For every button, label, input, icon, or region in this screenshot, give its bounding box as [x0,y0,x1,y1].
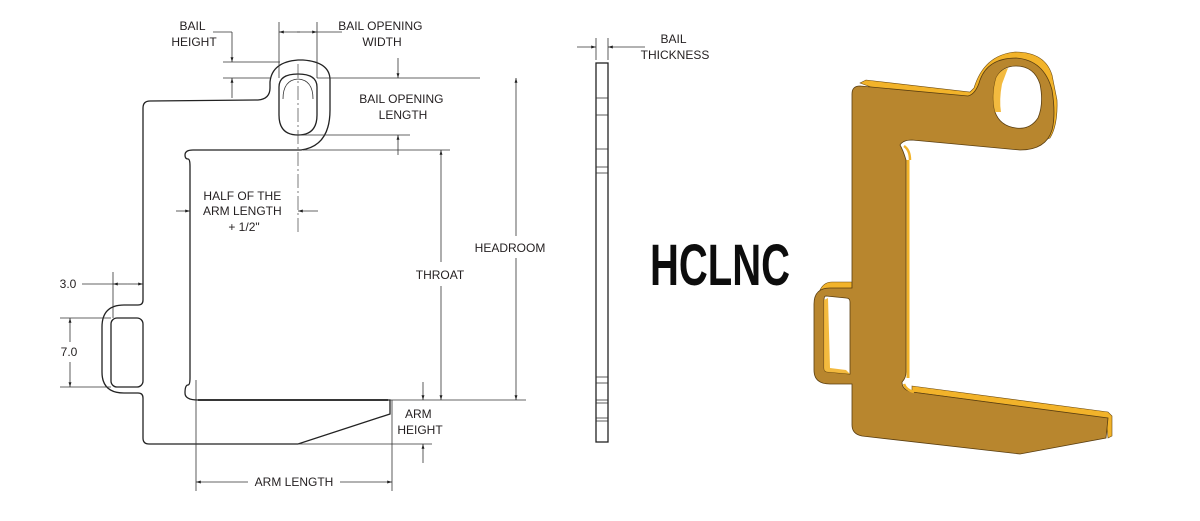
label-bail-height: BAIL HEIGHT [171,19,217,49]
side-view-drawing [577,38,645,443]
label-bail-opening-width: BAIL OPENING WIDTH [338,19,426,49]
product-render [813,51,1113,455]
bail-opening [278,73,318,136]
label-bail-opening-length: BAIL OPENING LENGTH [359,92,447,122]
label-headroom: HEADROOM [475,241,546,255]
label-side-offset: 3.0 [60,277,77,291]
side-slot [110,317,144,388]
label-throat: THROAT [416,268,465,282]
label-slot-height: 7.0 [61,345,78,359]
label-bail-thickness: BAIL THICKNESS [641,32,710,62]
label-half-arm-length: HALF OF THE ARM LENGTH + 1/2" [203,189,285,234]
label-arm-length: ARM LENGTH [255,475,334,489]
render-body [813,57,1109,455]
label-arm-height: ARM HEIGHT [397,407,443,437]
product-title: HCLNC [650,233,790,298]
lifter-outline [101,59,391,445]
front-view-drawing [60,22,526,491]
